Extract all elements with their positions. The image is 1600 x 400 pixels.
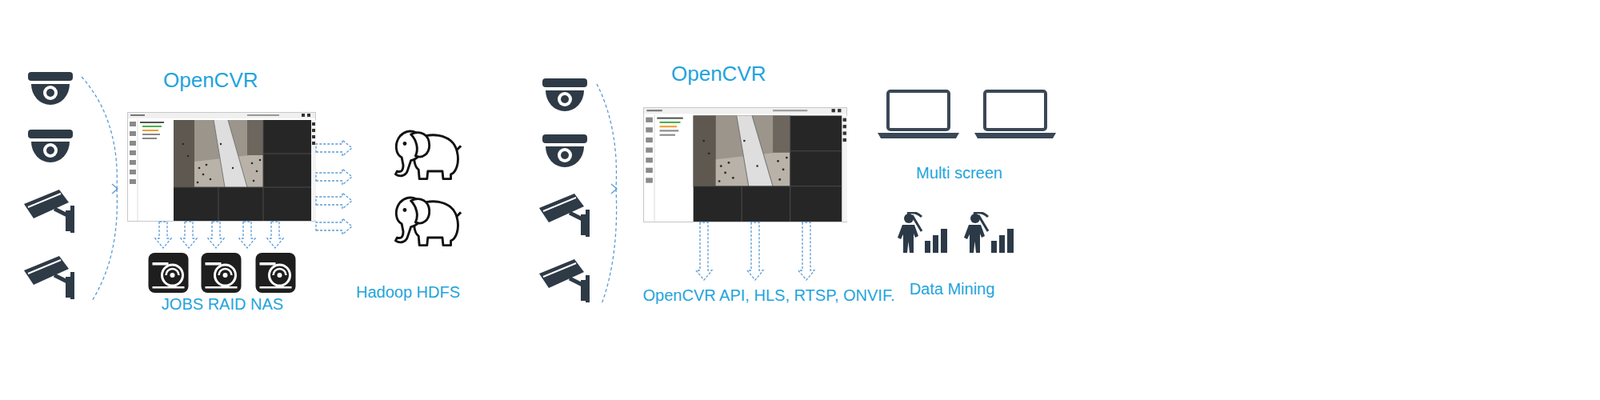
- hollow-arrow: [696, 222, 712, 280]
- dome-camera: [542, 78, 588, 112]
- bullet-camera: [24, 256, 75, 300]
- hollow-arrow: [316, 140, 352, 156]
- dome-camera: [28, 72, 73, 105]
- hollow-arrow: [267, 221, 284, 248]
- screenshot: [128, 112, 317, 222]
- bullet-camera: [539, 259, 590, 303]
- dashed-bracket: [596, 84, 617, 304]
- disk-icon: [148, 252, 189, 293]
- hollow-arrow: [798, 222, 815, 280]
- hollow-arrow: [239, 221, 256, 248]
- hollow-arrow: [316, 168, 352, 185]
- hollow-arrow: [155, 221, 172, 248]
- data-miner-icon: [964, 212, 1014, 253]
- hollow-arrow: [316, 218, 352, 235]
- bullet-camera: [539, 193, 590, 237]
- node-text: OpenCVR API, HLS, RTSP, ONVIF.: [643, 286, 896, 305]
- hadoop-elephant: [395, 131, 461, 180]
- bracket-arrowhead: [112, 184, 118, 194]
- disk-icon: [256, 252, 296, 293]
- hollow-arrow: [316, 192, 352, 209]
- dome-camera: [28, 129, 73, 163]
- data-miner-icon: [897, 212, 948, 253]
- opencvr-node: OpenCVR: [127, 68, 316, 222]
- icon-caption: Data Mining: [909, 280, 996, 299]
- node-text: OpenCVR: [163, 68, 259, 93]
- icon-caption: Multi screen: [916, 164, 1003, 183]
- hollow-arrow: [180, 221, 197, 248]
- opencvr-node: OpenCVR: [643, 62, 848, 223]
- bullet-camera: [24, 189, 75, 233]
- output-node: OpenCVR API, HLS, RTSP, ONVIF.: [640, 280, 899, 311]
- hollow-arrow: [747, 222, 764, 280]
- dome-camera: [542, 134, 588, 168]
- screenshot: [644, 108, 848, 223]
- node-text: JOBS RAID NAS: [161, 295, 284, 314]
- disk-icon: [201, 252, 242, 293]
- hadoop-node: Hadoop HDFS: [352, 92, 464, 302]
- hollow-arrow: [208, 221, 224, 248]
- laptop-icon: [974, 91, 1056, 139]
- bracket-arrowhead: [611, 184, 617, 194]
- dashed-bracket: [81, 76, 117, 301]
- node-text: OpenCVR: [671, 62, 767, 87]
- hadoop-elephant: [395, 197, 461, 246]
- laptop-icon: [877, 91, 960, 139]
- storage-node: JOBS RAID NAS: [144, 248, 301, 314]
- node-text: Hadoop HDFS: [356, 283, 460, 302]
